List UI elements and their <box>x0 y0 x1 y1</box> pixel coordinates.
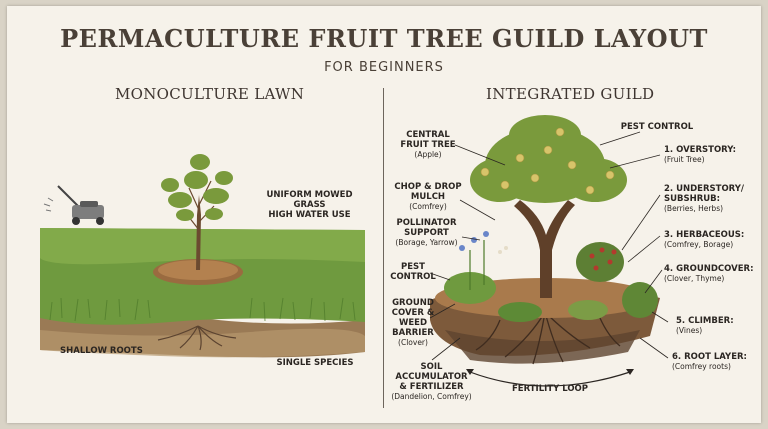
grass-label-line2: HIGH WATER USE <box>268 210 351 220</box>
apples <box>480 127 615 195</box>
right-panel-heading: INTEGRATED GUILD <box>486 85 655 103</box>
guild-tree-canopy <box>470 115 627 203</box>
guild-label-central-tree: CENTRAL FRUIT TREE (Apple) <box>400 130 456 159</box>
layer-label-understory: 2. UNDERSTORY/ SUBSHRUB: (Berries, Herbs… <box>664 184 745 213</box>
guild-label-chop-drop: CHOP & DROP MULCH (Comfrey) <box>394 182 462 211</box>
lawnmower-icon <box>43 185 104 225</box>
grass-label-line1: UNIFORM MOWED GRASS <box>266 190 353 210</box>
understory-plants <box>444 231 658 322</box>
deep-roots <box>475 311 621 365</box>
layer-label-groundcover: 4. GROUNDCOVER: (Clover, Thyme) <box>664 264 754 283</box>
guild-label-ground-cover: GROUND COVER & WEED BARRIER (Clover) <box>391 298 435 347</box>
guild-label-pollinator: POLLINATOR SUPPORT (Borage, Yarrow) <box>395 218 458 247</box>
lawn-tree-trunk <box>196 195 201 270</box>
fertility-loop-arrow <box>469 371 631 387</box>
lawn-illustration <box>40 154 365 358</box>
fertility-loop-label: FERTILITY LOOP <box>511 384 589 394</box>
layer-label-overstory: 1. OVERSTORY: (Fruit Tree) <box>664 145 737 164</box>
guild-label-soil-accumulator: SOIL ACCUMULATOR & FERTILIZER (Dandelion… <box>391 362 472 401</box>
guild-tree-trunk <box>514 200 575 298</box>
shallow-roots <box>157 325 237 351</box>
guild-illustration <box>430 115 660 387</box>
guild-label-pest-control-left: PEST CONTROL <box>390 262 436 282</box>
lawn-tree-canopy <box>161 154 233 221</box>
layer-label-root: 6. ROOT LAYER: (Comfrey roots) <box>672 352 747 371</box>
panel-divider <box>383 88 384 408</box>
leader-lines <box>429 131 669 361</box>
grass-label: UNIFORM MOWED GRASS HIGH WATER USE <box>252 190 367 220</box>
guild-label-pest-control-top: PEST CONTROL <box>620 122 694 132</box>
layer-label-climber: 5. CLIMBER: (Vines) <box>676 316 734 335</box>
page-subtitle: FOR BEGINNERS <box>324 60 444 75</box>
layer-label-herbaceous: 3. HERBACEOUS: (Comfrey, Borage) <box>664 230 745 249</box>
page-title: PERMACULTURE FRUIT TREE GUILD LAYOUT <box>60 24 708 53</box>
shallow-roots-label: SHALLOW ROOTS <box>60 346 143 356</box>
left-panel-heading: MONOCULTURE LAWN <box>115 85 305 103</box>
single-species-label: SINGLE SPECIES <box>276 358 354 368</box>
